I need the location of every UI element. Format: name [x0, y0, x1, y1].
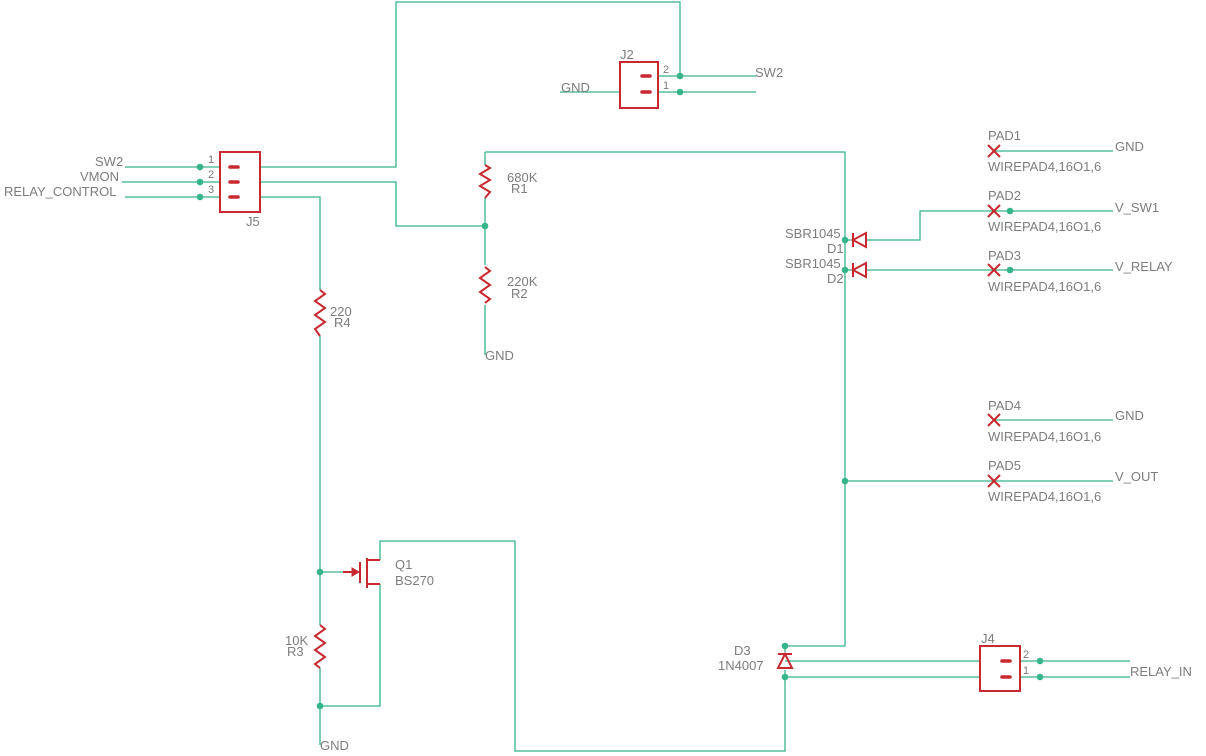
net-label-relay-control: RELAY_CONTROL — [4, 184, 116, 199]
connector-j5: 1 2 3 J5 — [208, 151, 261, 229]
pad1-value: WIREPAD4,16O1,6 — [988, 159, 1101, 174]
diode-d2: SBR1045 D2 — [785, 256, 867, 286]
connector-j2: J2 2 1 — [619, 47, 669, 109]
j4-pin-2: 2 — [1023, 649, 1029, 661]
pad-1: PAD1 WIREPAD4,16O1,6 — [987, 128, 1101, 174]
net-label-v-relay: V_RELAY — [1115, 259, 1173, 274]
j2-pin-2: 2 — [663, 64, 669, 76]
d3-ref: D3 — [734, 643, 751, 658]
pad-4: PAD4 WIREPAD4,16O1,6 — [987, 398, 1101, 444]
r3-value: 10K — [285, 633, 308, 648]
net-label-v-sw1: V_SW1 — [1115, 200, 1159, 215]
junction-dots — [196, 72, 1044, 710]
j5-pin-2: 2 — [208, 169, 214, 181]
j5-pin-3: 3 — [208, 184, 214, 196]
net-label-sw2-left: SW2 — [95, 154, 123, 169]
j2-ref: J2 — [620, 47, 634, 62]
d3-value: 1N4007 — [718, 658, 764, 673]
pad-3: PAD3 WIREPAD4,16O1,6 — [987, 248, 1101, 294]
j5-ref: J5 — [246, 214, 260, 229]
net-label-pad1-gnd: GND — [1115, 139, 1144, 154]
net-label-v-out: V_OUT — [1115, 469, 1158, 484]
r4-value: 220 — [330, 304, 352, 319]
pad1-ref: PAD1 — [988, 128, 1021, 143]
transistor-q1: Q1 BS270 — [343, 557, 434, 588]
net-label-relay-in: RELAY_IN — [1130, 664, 1192, 679]
pad4-value: WIREPAD4,16O1,6 — [988, 429, 1101, 444]
resistor-r4: 220 R4 — [313, 289, 352, 337]
net-label-vmon: VMON — [80, 169, 119, 184]
pad-5: PAD5 WIREPAD4,16O1,6 — [987, 458, 1101, 504]
diode-d3: D3 1N4007 — [718, 643, 794, 673]
pad2-ref: PAD2 — [988, 188, 1021, 203]
diode-d1: SBR1045 D1 — [785, 226, 867, 256]
resistor-r1: 680K R1 — [478, 164, 538, 199]
pad5-ref: PAD5 — [988, 458, 1021, 473]
pad5-value: WIREPAD4,16O1,6 — [988, 489, 1101, 504]
pad-2: PAD2 WIREPAD4,16O1,6 — [987, 188, 1101, 234]
j4-pin-1: 1 — [1023, 665, 1029, 677]
q1-value: BS270 — [395, 573, 434, 588]
q1-ref: Q1 — [395, 557, 412, 572]
net-labels: SW2 VMON RELAY_CONTROL SW2 GND GND GND G… — [4, 65, 1192, 753]
j5-pin-1: 1 — [208, 154, 214, 166]
resistor-r3: 10K R3 — [285, 624, 327, 669]
j4-ref: J4 — [981, 631, 995, 646]
r2-value: 220K — [507, 274, 538, 289]
net-label-gnd-j2: GND — [561, 80, 590, 95]
r4-ref: R4 — [334, 315, 351, 330]
pad3-ref: PAD3 — [988, 248, 1021, 263]
r1-ref: R1 — [511, 181, 528, 196]
wires — [122, 1, 1130, 752]
r3-ref: R3 — [287, 644, 304, 659]
d1-value: SBR1045 — [785, 226, 841, 241]
pad3-value: WIREPAD4,16O1,6 — [988, 279, 1101, 294]
d2-value: SBR1045 — [785, 256, 841, 271]
r2-ref: R2 — [511, 286, 528, 301]
r1-value: 680K — [507, 170, 538, 185]
net-label-gnd-bottom: GND — [320, 738, 349, 753]
pad4-ref: PAD4 — [988, 398, 1021, 413]
net-label-gnd-r2: GND — [485, 348, 514, 363]
net-label-pad4-gnd: GND — [1115, 408, 1144, 423]
connector-j4: J4 2 1 — [979, 631, 1029, 692]
d1-ref: D1 — [827, 241, 844, 256]
net-label-sw2-j2: SW2 — [755, 65, 783, 80]
d2-ref: D2 — [827, 271, 844, 286]
resistor-r2: 220K R2 — [478, 266, 538, 304]
j2-pin-1: 1 — [663, 80, 669, 92]
pad2-value: WIREPAD4,16O1,6 — [988, 219, 1101, 234]
